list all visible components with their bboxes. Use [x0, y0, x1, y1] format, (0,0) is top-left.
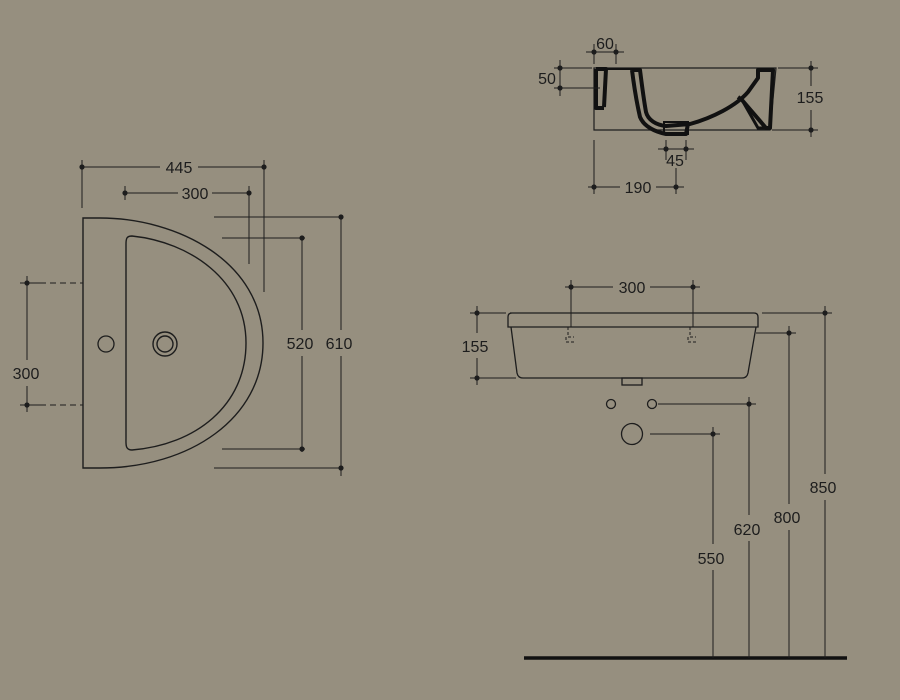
supply-pipe-right-icon — [646, 398, 658, 410]
fixing-hidden-right — [687, 327, 696, 343]
dim-300-fixing: 300 — [13, 366, 40, 383]
section-body — [594, 67, 775, 136]
plan-dimension-labels: 445 300 520 610 300 — [13, 160, 353, 383]
dim-445: 445 — [166, 160, 193, 177]
plan-view — [82, 217, 264, 469]
dim-300-elevation: 300 — [619, 280, 646, 297]
fixing-hidden-left — [565, 327, 574, 343]
elevation-dimension-lines — [470, 280, 832, 658]
dim-190: 190 — [625, 180, 652, 197]
basin-body — [510, 326, 757, 379]
dim-520: 520 — [287, 336, 314, 353]
basin-rim — [507, 312, 759, 328]
section-dimension-labels: 60 50 155 45 190 — [538, 36, 823, 197]
waste-stub — [621, 377, 643, 386]
plan-dimension-lines — [20, 160, 343, 476]
drain-inner-icon — [156, 335, 174, 353]
plan-dimension-dots — [24, 164, 344, 471]
dim-60: 60 — [596, 36, 614, 53]
dim-45: 45 — [666, 153, 684, 170]
tap-hole-icon — [97, 335, 115, 353]
dim-850: 850 — [810, 480, 837, 497]
dim-550: 550 — [698, 551, 725, 568]
basin-inner-bowl — [125, 235, 247, 451]
dim-300-plan: 300 — [182, 186, 209, 203]
supply-pipe-left-icon — [605, 398, 617, 410]
waste-outlet — [663, 121, 689, 135]
waste-pipe-icon — [620, 422, 644, 446]
dim-620: 620 — [734, 522, 761, 539]
drain-outer-icon — [152, 331, 178, 357]
dim-50: 50 — [538, 71, 556, 88]
dim-800: 800 — [774, 510, 801, 527]
elevation-dimension-dots — [474, 284, 828, 437]
elevation-dimension-labels: 300 155 850 800 620 550 — [462, 280, 837, 568]
section-silhouette — [593, 67, 777, 131]
dim-155-section: 155 — [797, 90, 824, 107]
dim-610: 610 — [326, 336, 353, 353]
basin-outer-outline — [82, 217, 264, 469]
elevation-view — [507, 312, 759, 446]
section-view — [593, 67, 777, 136]
dim-155-elevation: 155 — [462, 339, 489, 356]
